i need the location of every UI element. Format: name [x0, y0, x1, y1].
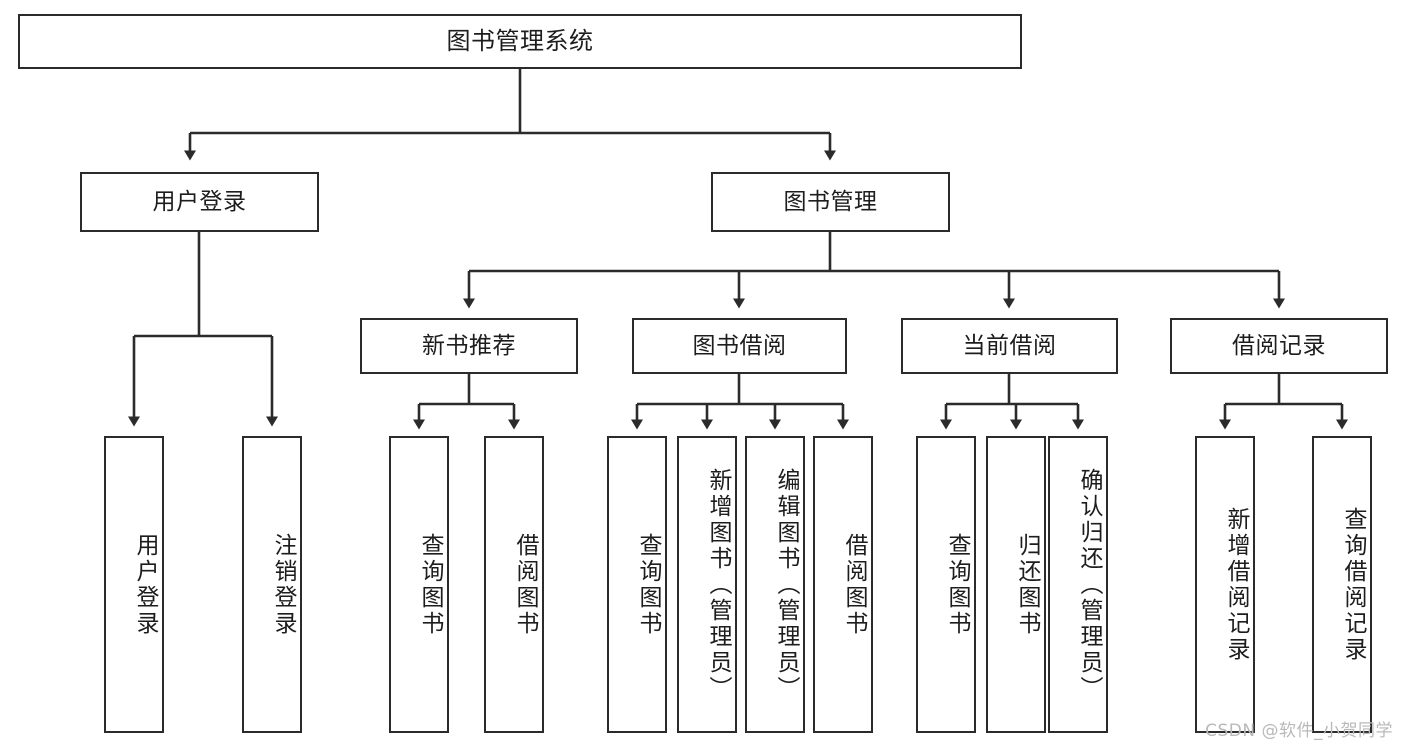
- node-borrow-record-label: 借阅记录: [1232, 332, 1326, 359]
- node-leaf-borrow-book-2-label: 借阅图书: [841, 532, 867, 637]
- node-leaf-add-book[interactable]: 新增图书（管理员）: [677, 436, 737, 733]
- node-leaf-add-record[interactable]: 新增借阅记录: [1195, 436, 1255, 733]
- node-book-borrow-label: 图书借阅: [692, 332, 787, 359]
- node-current-borrow-label: 当前借阅: [962, 332, 1057, 359]
- node-leaf-query-book-2-label: 查询图书: [635, 532, 661, 637]
- node-user-login[interactable]: 用户登录: [80, 172, 319, 232]
- connector-borrowrecord-to-leaves: [1219, 374, 1348, 430]
- node-leaf-query-book-3-label: 查询图书: [944, 532, 970, 637]
- watermark: CSDN @软件_小贺同学: [1205, 721, 1393, 741]
- connector-userlogin-to-leaves: [128, 232, 278, 427]
- node-leaf-query-book-3[interactable]: 查询图书: [916, 436, 976, 733]
- node-leaf-query-record-label: 查询借阅记录: [1340, 506, 1366, 663]
- connector-currentborrow-to-leaves: [940, 374, 1084, 430]
- node-root[interactable]: 图书管理系统: [18, 14, 1022, 69]
- connector-bookborrow-to-leaves: [631, 374, 849, 430]
- node-book-manage-label: 图书管理: [783, 188, 878, 215]
- node-leaf-add-record-label: 新增借阅记录: [1223, 506, 1249, 663]
- node-leaf-borrow-book-2[interactable]: 借阅图书: [813, 436, 873, 733]
- node-leaf-query-book-2[interactable]: 查询图书: [607, 436, 667, 733]
- node-leaf-confirm-return-label: 确认归还（管理员）: [1076, 467, 1102, 702]
- node-new-book-recommend-label: 新书推荐: [422, 332, 516, 359]
- node-leaf-query-record[interactable]: 查询借阅记录: [1312, 436, 1372, 733]
- node-new-book-recommend[interactable]: 新书推荐: [360, 318, 578, 374]
- node-leaf-user-login-label: 用户登录: [132, 532, 158, 637]
- node-root-label: 图书管理系统: [446, 26, 594, 55]
- connector-root-to-level2: [184, 69, 836, 161]
- node-book-borrow[interactable]: 图书借阅: [632, 318, 847, 374]
- node-book-manage[interactable]: 图书管理: [711, 172, 950, 232]
- node-leaf-confirm-return[interactable]: 确认归还（管理员）: [1048, 436, 1108, 733]
- node-leaf-borrow-book-1-label: 借阅图书: [512, 532, 538, 637]
- node-leaf-query-book-1[interactable]: 查询图书: [389, 436, 449, 733]
- node-current-borrow[interactable]: 当前借阅: [901, 318, 1118, 374]
- node-leaf-query-book-1-label: 查询图书: [417, 532, 443, 637]
- node-leaf-user-login[interactable]: 用户登录: [104, 436, 164, 733]
- node-leaf-logout-login[interactable]: 注销登录: [242, 436, 302, 733]
- node-leaf-logout-login-label: 注销登录: [270, 532, 296, 637]
- node-leaf-return-book-label: 归还图书: [1014, 532, 1040, 637]
- node-leaf-borrow-book-1[interactable]: 借阅图书: [484, 436, 544, 733]
- node-borrow-record[interactable]: 借阅记录: [1170, 318, 1388, 374]
- connector-bookmanage-to-level3: [463, 232, 1285, 309]
- node-leaf-add-book-label: 新增图书（管理员）: [705, 467, 731, 702]
- node-leaf-edit-book[interactable]: 编辑图书（管理员）: [745, 436, 805, 733]
- node-leaf-edit-book-label: 编辑图书（管理员）: [773, 467, 799, 702]
- node-user-login-label: 用户登录: [152, 188, 247, 215]
- connector-newbook-to-leaves: [413, 374, 520, 430]
- node-leaf-return-book[interactable]: 归还图书: [986, 436, 1046, 733]
